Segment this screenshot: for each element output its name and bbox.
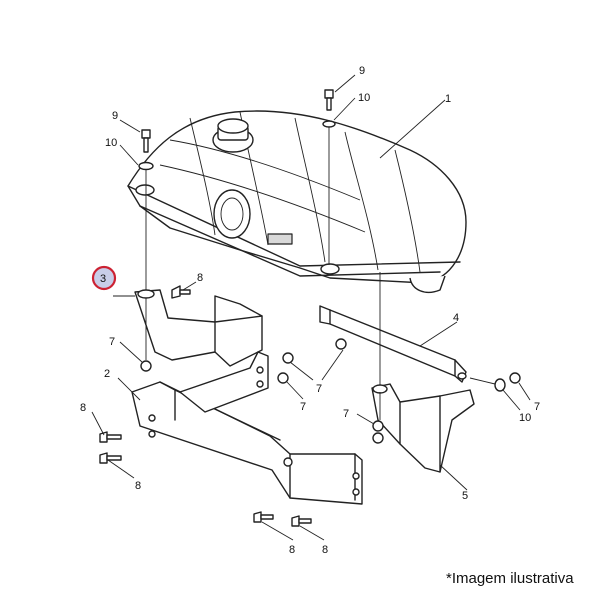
- callout-9: 9: [359, 65, 365, 77]
- callout-8: 8: [322, 544, 328, 556]
- callout-10: 10: [105, 137, 117, 149]
- washer-10-strap: [494, 378, 506, 392]
- callout-8: 8: [135, 480, 141, 492]
- lower-frame-bracket: [131, 351, 363, 505]
- callout-7: 7: [300, 401, 306, 413]
- callout-10: 10: [519, 412, 531, 424]
- callout-8: 8: [80, 402, 86, 414]
- assembly-lines: [145, 127, 496, 420]
- callout-1: 1: [445, 93, 451, 105]
- leader-lines: [91, 74, 531, 541]
- bolts-8-lower: [99, 431, 312, 527]
- callout-8: 8: [197, 272, 203, 284]
- highlighted-callout-3: 3: [91, 265, 117, 291]
- right-bracket: [371, 383, 475, 473]
- callout-9: 9: [112, 110, 118, 122]
- callout-7: 7: [534, 401, 540, 413]
- callout-4: 4: [453, 312, 459, 324]
- bolt-8-bracket: [171, 285, 191, 299]
- nuts-7: [140, 338, 521, 444]
- coolant-reservoir-tank: [127, 110, 467, 294]
- callout-10: 10: [358, 92, 370, 104]
- callout-8: 8: [289, 544, 295, 556]
- callout-7: 7: [109, 336, 115, 348]
- callout-7: 7: [343, 408, 349, 420]
- callout-labels: 9 10 1 9 10 8 7 2 4 7 7 7 7 10 8 8 5 8 8: [80, 65, 540, 556]
- callout-3: 3: [100, 273, 106, 285]
- callout-5: 5: [462, 490, 468, 502]
- bolt-9-left: [141, 129, 151, 153]
- callout-7: 7: [316, 383, 322, 395]
- bolt-9-right: [324, 89, 334, 111]
- callout-2: 2: [104, 368, 110, 380]
- washer-10-right: [322, 120, 336, 128]
- support-bracket: [134, 289, 263, 367]
- washer-10-left: [138, 161, 154, 171]
- cross-strap: [319, 305, 467, 383]
- illustrative-image-note: *Imagem ilustrativa: [446, 570, 574, 587]
